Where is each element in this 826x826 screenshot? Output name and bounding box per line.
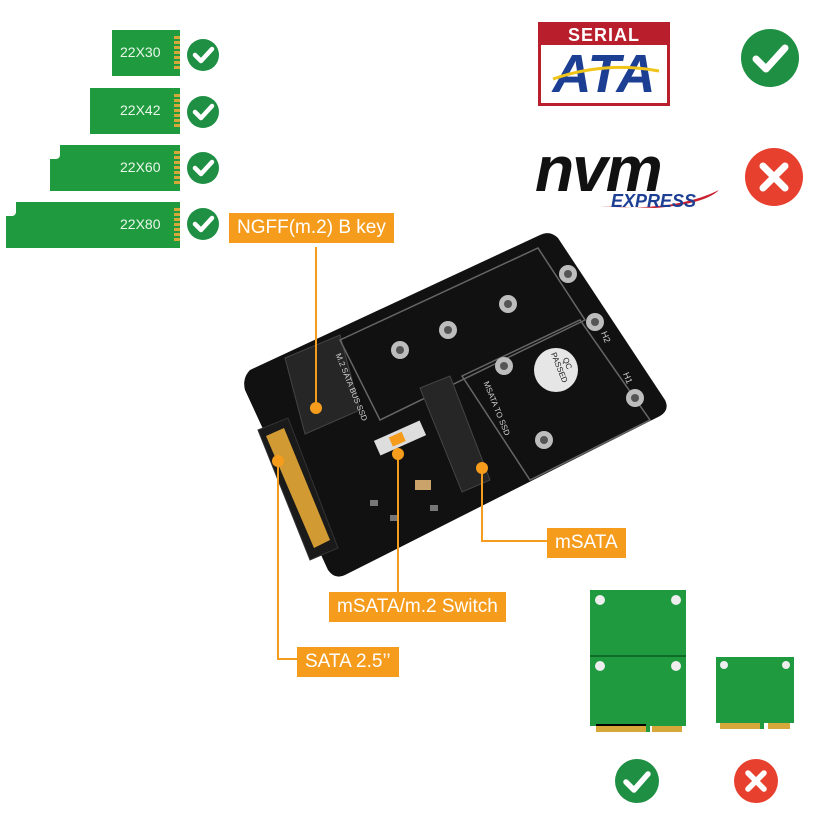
- ssd-size-label: 22X80: [120, 216, 161, 232]
- ssd-22x80: 22X80: [6, 202, 180, 248]
- nvm-express-logo: nvm EXPRESS: [535, 133, 725, 218]
- check-icon: [187, 39, 219, 71]
- ngff-leader-line: [315, 247, 317, 407]
- sata-leader-horizontal: [277, 658, 297, 660]
- check-icon: [741, 29, 799, 87]
- swoosh-icon: [552, 65, 660, 81]
- ssd-size-label: 22X60: [120, 159, 161, 175]
- check-icon: [187, 96, 219, 128]
- sata-leader-vertical: [277, 460, 279, 660]
- msata-leader-vertical: [481, 470, 483, 540]
- check-icon: [187, 208, 219, 240]
- msata-dot: [476, 462, 488, 474]
- msata-callout: mSATA: [547, 528, 626, 558]
- switch-dot: [392, 448, 404, 460]
- express-text: EXPRESS: [611, 191, 697, 211]
- ssd-22x60: 22X60: [50, 145, 180, 191]
- msata-half-card: [716, 657, 794, 729]
- serial-ata-line1: SERIAL: [541, 25, 667, 45]
- ssd-22x42: 22X42: [90, 88, 180, 134]
- nvm-text: nvm: [535, 133, 663, 205]
- cross-icon: [745, 148, 803, 206]
- sata-callout: SATA 2.5’’: [297, 647, 399, 677]
- cross-icon: [734, 759, 778, 803]
- msata-leader-horizontal: [481, 540, 547, 542]
- msata-full-card: [590, 590, 686, 732]
- sata-dot: [272, 455, 284, 467]
- serial-ata-logo: SERIAL ATA: [538, 22, 670, 106]
- ngff-dot: [310, 402, 322, 414]
- check-icon: [187, 152, 219, 184]
- ssd-size-label: 22X30: [120, 44, 161, 60]
- ssd-22x30: 22X30: [112, 30, 180, 76]
- switch-leader-line: [397, 454, 399, 592]
- check-icon: [615, 759, 659, 803]
- ngff-callout: NGFF(m.2) B key: [229, 213, 394, 243]
- ssd-size-label: 22X42: [120, 102, 161, 118]
- switch-callout: mSATA/m.2 Switch: [329, 592, 506, 622]
